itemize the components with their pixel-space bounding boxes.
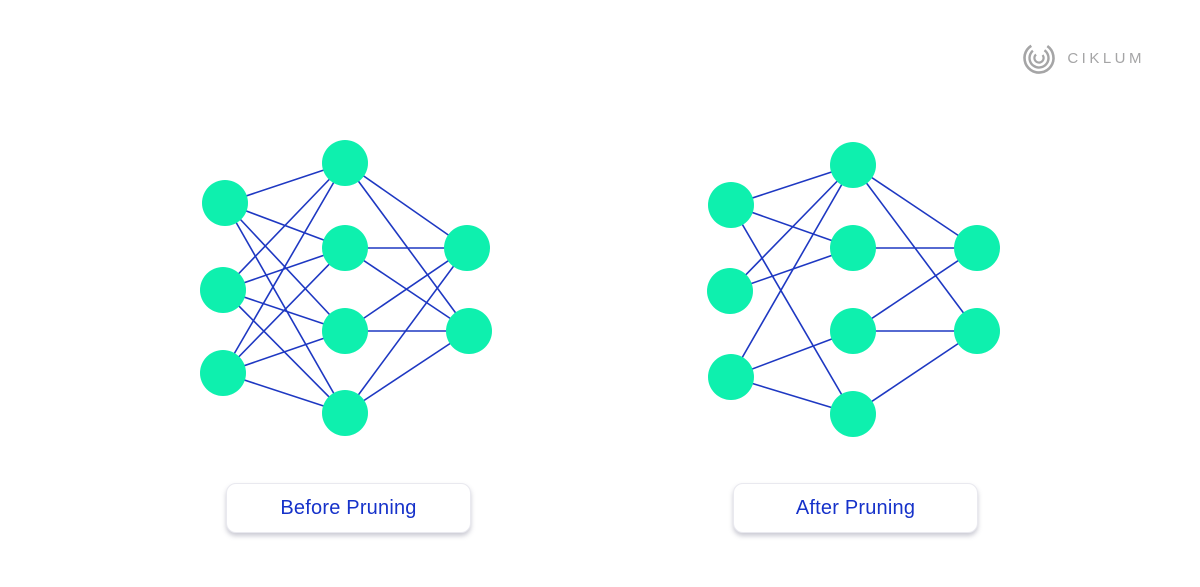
neuron-before-h4	[322, 390, 368, 436]
neuron-before-i3	[200, 350, 246, 396]
neuron-after-i3	[708, 354, 754, 400]
edge-i2-h1	[222, 162, 346, 291]
edge-h1-o1	[852, 164, 978, 249]
edge-i3-h1	[222, 162, 346, 374]
edge-h4-o1	[344, 247, 468, 414]
neuron-before-h1	[322, 140, 368, 186]
neuron-after-h4	[830, 391, 876, 437]
ciklum-logo-icon	[1023, 42, 1056, 74]
network-before	[200, 140, 492, 436]
edge-h1-o2	[344, 162, 470, 332]
neuron-after-h3	[830, 308, 876, 354]
edge-h3-o1	[852, 247, 978, 332]
neuron-after-h2	[830, 225, 876, 271]
edge-i2-h1	[729, 164, 854, 292]
neuron-before-i2	[200, 267, 246, 313]
before-pruning-button[interactable]: Before Pruning	[226, 483, 471, 533]
neuron-before-o2	[446, 308, 492, 354]
neuron-after-i1	[708, 182, 754, 228]
neuron-before-h2	[322, 225, 368, 271]
edge-i3-h1	[730, 164, 854, 378]
neuron-before-i1	[202, 180, 248, 226]
network-after	[707, 142, 1000, 437]
ciklum-logo: CIKLUM	[1021, 40, 1145, 76]
neuron-after-i2	[707, 268, 753, 314]
after-pruning-button[interactable]: After Pruning	[733, 483, 978, 533]
edge-h3-o1	[344, 247, 468, 332]
edge-i3-h2	[222, 247, 346, 374]
neuron-before-h3	[322, 308, 368, 354]
edge-i1-h4	[730, 204, 854, 415]
neuron-after-o2	[954, 308, 1000, 354]
edge-h4-o2	[344, 330, 470, 414]
ciklum-logo-text: CIKLUM	[1067, 49, 1145, 67]
neuron-after-h1	[830, 142, 876, 188]
edge-h4-o2	[852, 330, 978, 415]
neuron-before-o1	[444, 225, 490, 271]
edge-i1-h4	[224, 202, 346, 414]
neuron-after-o1	[954, 225, 1000, 271]
edge-h1-o1	[344, 162, 468, 249]
